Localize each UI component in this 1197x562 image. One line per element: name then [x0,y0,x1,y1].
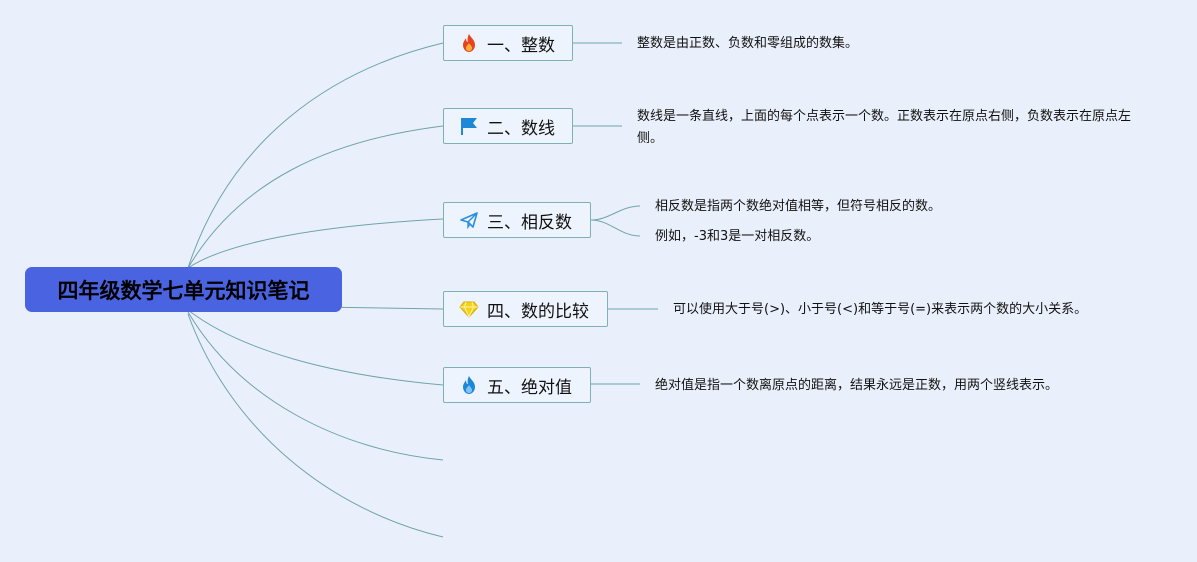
note-absolute-value: 绝对值是指一个数离原点的距离，结果永远是正数，用两个竖线表示。 [655,378,1059,393]
paper-plane-icon [459,210,479,230]
note-number-line: 数线是一条直线，上面的每个点表示一个数。正数表示在原点右侧，负数表示在原点左侧。 [637,109,1132,146]
note-opposite-definition: 相反数是指两个数绝对值相等，但符号相反的数。 [655,199,942,214]
branch-line-2 [187,125,444,269]
topic-opposite-numbers[interactable]: 三、相反数 [443,202,591,238]
topic-number-line[interactable]: 二、数线 [443,108,573,144]
topic-label: 五、绝对值 [487,377,572,398]
branch-line-5 [187,309,444,386]
note-integers: 整数是由正数、负数和零组成的数集。 [637,36,859,51]
flame-icon [459,375,479,395]
root-topic[interactable]: 四年级数学七单元知识笔记 [25,267,342,312]
root-label: 四年级数学七单元知识笔记 [57,278,310,303]
topic-label: 三、相反数 [487,212,572,233]
branch-line-6 [187,311,444,461]
fire-icon [459,33,479,53]
note-line-3a [590,205,641,221]
branch-line-7 [187,313,444,538]
note-opposite-example: 例如，-3和3是一对相反数。 [655,229,820,244]
branch-line-1 [187,42,444,269]
topic-integers[interactable]: 一、整数 [443,25,573,61]
flag-icon [459,116,479,136]
topic-label: 二、数线 [487,118,555,139]
diamond-icon [459,299,479,319]
topic-number-comparison[interactable]: 四、数的比较 [443,291,608,327]
topic-label: 四、数的比较 [487,301,589,322]
note-number-comparison: 可以使用大于号(>)、小于号(<)和等于号(=)来表示两个数的大小关系。 [673,302,1088,317]
topic-absolute-value[interactable]: 五、绝对值 [443,367,591,403]
note-line-3b [590,219,641,237]
topic-label: 一、整数 [487,35,555,56]
branch-line-3 [187,218,444,269]
